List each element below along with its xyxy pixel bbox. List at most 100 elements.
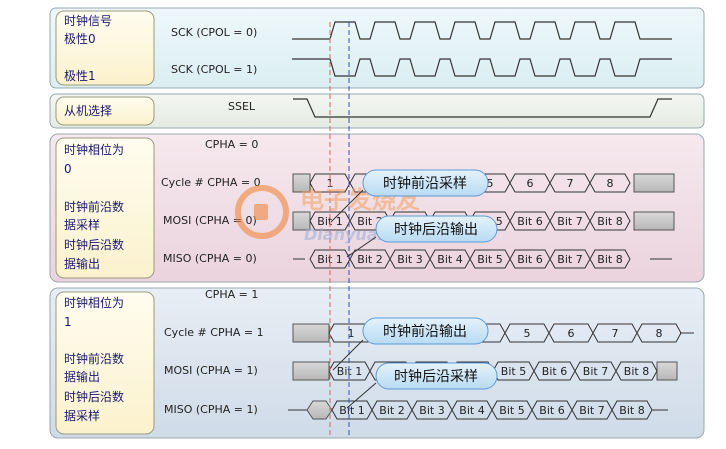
callout-cpha0-trailing: 时钟后沿输出 [346, 215, 498, 258]
callout-cpha0-leading-text: 时钟前沿采样 [383, 175, 467, 192]
cpha1-miso-label-2: Bit 2 [379, 404, 404, 417]
cpha0-miso-label-5: Bit 5 [477, 253, 502, 266]
cpha1-cycle-label-6: 6 [568, 327, 575, 340]
cpha0-mosi-cell-8 [589, 211, 631, 231]
cpha0-cycle-end-block [633, 173, 675, 193]
callout-cpha0-leading: 时钟前沿采样 [330, 169, 489, 223]
callout-cpha0-leading-pointer [330, 189, 364, 223]
cpha0-miso-label-2: Bit 2 [357, 253, 382, 266]
cpha0-miso-label-3: Bit 3 [397, 253, 422, 266]
cpha1-miso-label: MISO (CPHA = 1) [164, 403, 258, 416]
cpha1-desc-line4: 据采样 [64, 408, 100, 423]
cpha0-desc-line3: 时钟后沿数 [64, 237, 124, 252]
watermark-plug-icon [254, 204, 268, 220]
cpha0-miso-cell-8 [589, 249, 631, 269]
cpha0-cycle-label-6: 6 [527, 177, 534, 190]
cpha0-title-box [55, 137, 155, 279]
cpha0-miso-row: Bit 1 Bit 2 Bit 3 Bit 4 Bit 5 Bit 6 Bit 7 Bit 8 [293, 249, 672, 269]
sck-cpol1-waveform [292, 58, 672, 77]
cpha1-cycle-label-8: 8 [656, 327, 663, 340]
cpha1-miso-label-5: Bit 5 [499, 404, 524, 417]
cpha0-miso-label-4: Bit 4 [437, 253, 462, 266]
sck-cpol1-label: SCK (CPOL = 1) [171, 63, 257, 76]
sck-cpol0-waveform [292, 21, 672, 40]
cpha0-mosi-label: MOSI (CPHA = 0) [163, 214, 257, 227]
sck-cpol0-label: SCK (CPOL = 0) [171, 26, 257, 39]
cpha0-miso-label-1: Bit 1 [317, 253, 342, 266]
cpha0-title-line1: 时钟相位为 [64, 142, 124, 157]
cpha1-miso-pre-cell [306, 400, 333, 420]
clock-title: 时钟信号 [64, 13, 112, 28]
clock-title-box [55, 10, 155, 86]
cpha0-cycle-label-5: 5 [487, 177, 494, 190]
cpha1-mosi-label-8: Bit 8 [624, 365, 649, 378]
cpha0-desc-line1: 时钟前沿数 [64, 199, 124, 214]
cpha1-miso-row: Bit 1 Bit 2 Bit 3 Bit 4 Bit 5 Bit 6 Bit 7 Bit 8 [288, 400, 668, 420]
callout-cpha1-trailing-text: 时钟后沿采样 [394, 368, 478, 385]
cpha0-cycle-label: Cycle # CPHA = 0 [161, 176, 261, 189]
cpha0-mosi-end-block [633, 211, 675, 231]
cpha1-mosi-start-block [292, 361, 330, 381]
cpha1-cycle-cell-8 [636, 323, 682, 343]
cpha0-desc-line2: 据采样 [64, 217, 100, 232]
cpha1-title-line2: 1 [64, 315, 72, 329]
cpha0-miso-label-7: Bit 7 [557, 253, 582, 266]
cpha1-title-box [55, 291, 155, 435]
cpha1-cycle-start-block [292, 323, 330, 343]
callout-cpha0-trailing-pointer [346, 236, 377, 258]
callout-cpha1-trailing: 时钟后沿采样 [346, 362, 498, 409]
callout-cpha1-trailing-pointer [346, 382, 377, 409]
cpha0-title-line2: 0 [64, 162, 72, 176]
cpha1-cycle-label-5: 5 [524, 327, 531, 340]
cpha1-miso-label-1: Bit 1 [339, 404, 364, 417]
callout-cpha1-leading-pointer [332, 339, 364, 371]
cpha1-miso-cell-8 [611, 400, 653, 420]
cpha0-mosi-label-8: Bit 8 [597, 215, 622, 228]
cpha1-cycle-label-7: 7 [612, 327, 619, 340]
ssel-title-box [55, 96, 155, 126]
cpha1-title-line1: 时钟相位为 [64, 295, 124, 310]
cpha0-cycle-label-7: 7 [567, 177, 574, 190]
cpha1-desc-line2: 据输出 [64, 369, 100, 384]
cpha0-mosi-label-6: Bit 6 [517, 215, 542, 228]
cpha1-desc-line3: 时钟后沿数 [64, 389, 124, 404]
cpha0-panel [49, 133, 705, 283]
cpha1-mosi-cell-8 [615, 361, 658, 381]
cpha0-miso-label-8: Bit 8 [597, 253, 622, 266]
callout-cpha1-leading: 时钟前沿输出 [332, 317, 489, 371]
cpha1-miso-label-8: Bit 8 [619, 404, 644, 417]
cpha1-mosi-label-5: Bit 5 [501, 365, 526, 378]
cpha1-mosi-label-1: Bit 1 [337, 365, 362, 378]
ssel-panel [49, 93, 705, 129]
cpha1-cycle-label: Cycle # CPHA = 1 [164, 326, 264, 339]
cpha1-miso-label-7: Bit 7 [579, 404, 604, 417]
cpha0-cycle-label-8: 8 [607, 177, 614, 190]
cpha1-cycle-label-1: 1 [348, 327, 355, 340]
cpha1-mosi-end-block [656, 361, 678, 381]
cpha0-cycle-cell-8 [589, 173, 631, 193]
watermark-logo-icon [235, 185, 289, 239]
cpha0-miso-label: MISO (CPHA = 0) [163, 252, 257, 265]
cpha0-header: CPHA = 0 [205, 138, 258, 151]
callout-cpha1-leading-text: 时钟前沿输出 [383, 323, 467, 340]
cpha1-mosi-label-6: Bit 6 [542, 365, 567, 378]
cpha1-header: CPHA = 1 [205, 288, 258, 301]
cpha1-desc-line1: 时钟前沿数 [64, 351, 124, 366]
cpha0-mosi-label-1: Bit 1 [317, 215, 342, 228]
cpha0-mosi-label-7: Bit 7 [557, 215, 582, 228]
cpha1-miso-label-3: Bit 3 [419, 404, 444, 417]
cpol0-label: 极性0 [64, 32, 96, 46]
cpha0-miso-label-6: Bit 6 [517, 253, 542, 266]
callout-cpha0-trailing-text: 时钟后沿输出 [394, 221, 478, 238]
ssel-title: 从机选择 [64, 104, 112, 118]
ssel-label: SSEL [228, 100, 256, 113]
clock-panel [49, 7, 705, 89]
cpha1-mosi-label: MOSI (CPHA = 1) [164, 364, 258, 377]
cpha1-miso-label-6: Bit 6 [539, 404, 564, 417]
cpha1-miso-label-4: Bit 4 [459, 404, 484, 417]
ssel-waveform [293, 98, 672, 118]
cpol1-label: 极性1 [64, 69, 96, 83]
cpha0-desc-line4: 据输出 [64, 256, 100, 271]
cpha1-mosi-label-7: Bit 7 [583, 365, 608, 378]
